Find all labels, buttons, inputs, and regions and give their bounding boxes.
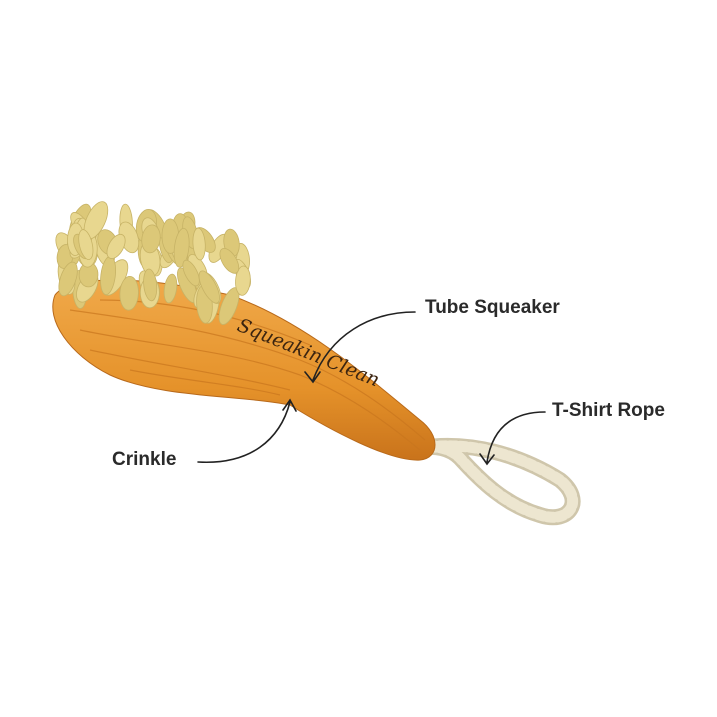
bristle-tuft [173,227,190,268]
bristle-tuft [78,229,94,260]
bristle-tuft [58,261,78,297]
bristle-tuft [106,233,126,259]
callout-crinkle: Crinkle [112,449,177,470]
rope-loop [412,437,581,526]
bristle-tuft [143,268,158,302]
arrow-tshirt-rope [479,411,546,466]
bristle-tuft [163,273,178,304]
bristle-tuft [192,227,206,261]
bristle-tuft [141,224,161,254]
arrow-tube-squeaker [304,311,416,384]
bristle-tuft [182,259,200,287]
arrow-crinkle [197,398,297,463]
bristles [55,201,251,325]
bristle-tuft [119,276,139,311]
callout-tshirt-rope: T-Shirt Rope [552,400,665,421]
bristle-tuft [219,247,240,274]
bristle-tuft [198,270,220,304]
callout-tube-squeaker: Tube Squeaker [425,297,560,318]
bristle-tuft [235,265,251,296]
